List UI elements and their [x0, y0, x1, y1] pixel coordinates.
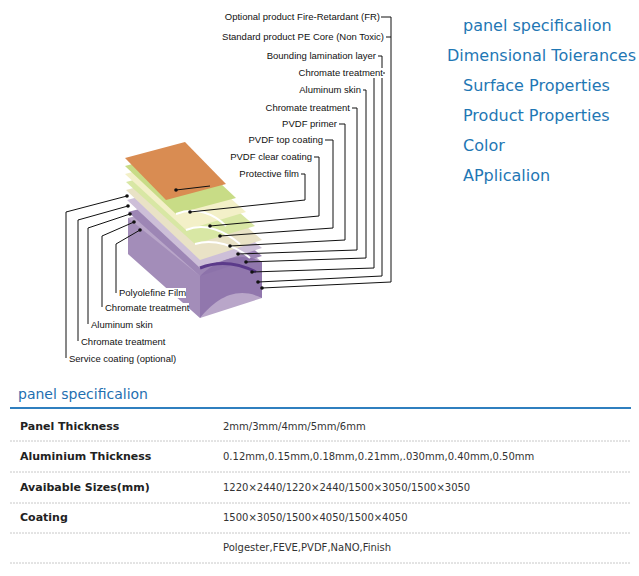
menu-link: Color: [463, 137, 505, 155]
callout-label: Service coating (optional): [69, 354, 176, 365]
callout-label: PVDF primer: [282, 119, 337, 130]
menu-link: panel specificalion: [463, 17, 612, 35]
callout-label: Chromate treatment: [105, 303, 189, 314]
table-header-cell: Aluminium Thickness: [20, 451, 151, 464]
table-cell: 2mm/3mm/4mm/5mm/6mm: [223, 421, 366, 433]
callout-label: Aluminum skin: [299, 85, 361, 96]
menu-link: Surface Properties: [463, 77, 610, 95]
table-cell: Polgester,FEVE,PVDF,NaNO,Finish: [223, 542, 391, 554]
callout-label: Protective film: [239, 169, 299, 180]
callout-label: PVDF clear coating: [230, 152, 312, 163]
callout-label: Bounding lamination layer: [267, 51, 376, 62]
callout-label: PVDF top coating: [249, 135, 323, 146]
callout-label: Polyolefine Film: [119, 288, 186, 299]
menu-link: Product Properties: [463, 107, 610, 125]
table-cell: 1220×2440/1220×2440/1500×3050/1500×3050: [223, 482, 470, 494]
table-header-cell: Panel Thickness: [20, 421, 119, 434]
callout-label: Chromate treatment: [299, 68, 383, 79]
table-header-cell: Coating: [20, 512, 68, 525]
callout-label: Aluminum skin: [91, 320, 153, 331]
callout-label: Chromate treatment: [266, 103, 350, 114]
callout-label: Optional product Fire-Retardant (FR): [225, 12, 380, 23]
section-heading: panel specificalion: [18, 386, 148, 402]
menu-link: Dimensional Toierances: [447, 47, 636, 65]
callout-label: Chromate treatment: [81, 337, 165, 348]
menu-link: APplicalion: [463, 167, 550, 185]
table-header-cell: Avaibable Sizes(mm): [20, 482, 150, 495]
table-cell: 0.12mm,0.15mm,0.18mm,0.21mm,.030mm,0.40m…: [223, 451, 534, 463]
table-cell: 1500×3050/1500×4050/1500×4050: [223, 512, 408, 524]
callout-label: Standard product PE Core (Non Toxic): [222, 32, 384, 43]
